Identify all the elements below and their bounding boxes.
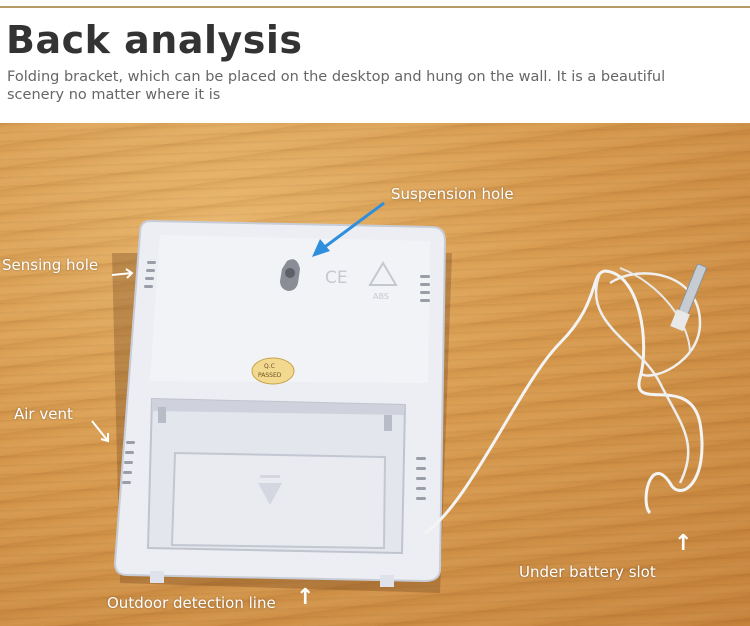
battery-cover — [170, 451, 387, 550]
up-arrow-icon: ↑ — [296, 585, 315, 610]
sensing-hole-vents-left — [144, 261, 156, 288]
svg-text:Q.C: Q.C — [264, 363, 275, 370]
up-arrow-icon: ↑ — [674, 531, 693, 556]
temperature-probe — [670, 263, 707, 332]
label-sensing-hole: Sensing hole — [2, 256, 99, 274]
ce-mark: CE — [325, 268, 348, 288]
air-vents-right — [416, 457, 426, 500]
air-vents-left — [122, 441, 135, 484]
recycle-icon — [368, 261, 398, 286]
label-suspension-hole: Suspension hole — [391, 185, 514, 203]
suspension-hole-pointer-arrow — [312, 201, 385, 257]
label-under-battery-slot: Under battery slot — [519, 563, 656, 581]
page-title: Back analysis — [6, 18, 303, 62]
label-air-vent: Air vent — [14, 405, 73, 423]
header-divider — [0, 6, 750, 8]
page-subtitle: Folding bracket, which can be placed on … — [7, 69, 666, 103]
label-outdoor-detection-line: Outdoor detection line — [107, 594, 276, 612]
sensing-hole-vents-right — [420, 275, 430, 302]
device-back-illustration: CE ABS Q.C PASSED — [91, 201, 707, 593]
qc-sticker — [251, 357, 295, 385]
svg-text:PASSED: PASSED — [258, 372, 282, 379]
pointer-marks — [91, 268, 134, 443]
product-photo: CE ABS Q.C PASSED — [0, 123, 750, 626]
recycle-label: ABS — [373, 292, 389, 301]
outdoor-sensor-cable — [424, 269, 704, 535]
